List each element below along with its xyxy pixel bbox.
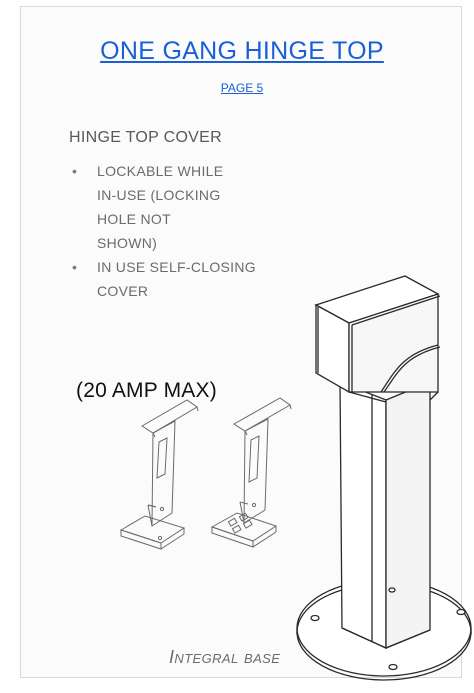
list-item: • LOCKABLE WHILE IN-USE (LOCKING HOLE NO… — [69, 159, 369, 255]
section-heading: HINGE TOP COVER — [69, 129, 222, 146]
single-receptacle-bracket-drawing — [121, 400, 198, 549]
pedestal-hinge-top-drawing — [297, 276, 471, 680]
bullet-dot-icon: • — [72, 259, 78, 275]
list-item-text: In use self-closing cover — [97, 259, 256, 299]
bullet-dot-icon: • — [72, 163, 78, 179]
duplex-receptacle-bracket-drawing — [212, 398, 291, 547]
page-number-link[interactable]: PAGE 5 — [220, 81, 264, 95]
amperage-rating: (20 AMP MAX) — [76, 379, 217, 402]
list-item-text: LOCKABLE WHILE IN-USE (LOCKING HOLE NOT … — [97, 163, 224, 251]
feature-list: • LOCKABLE WHILE IN-USE (LOCKING HOLE NO… — [69, 159, 369, 303]
image-caption: Integral base — [169, 647, 281, 667]
list-item: • In use self-closing cover — [69, 255, 369, 303]
page-title-link[interactable]: ONE GANG HINGE TOP — [100, 37, 384, 65]
